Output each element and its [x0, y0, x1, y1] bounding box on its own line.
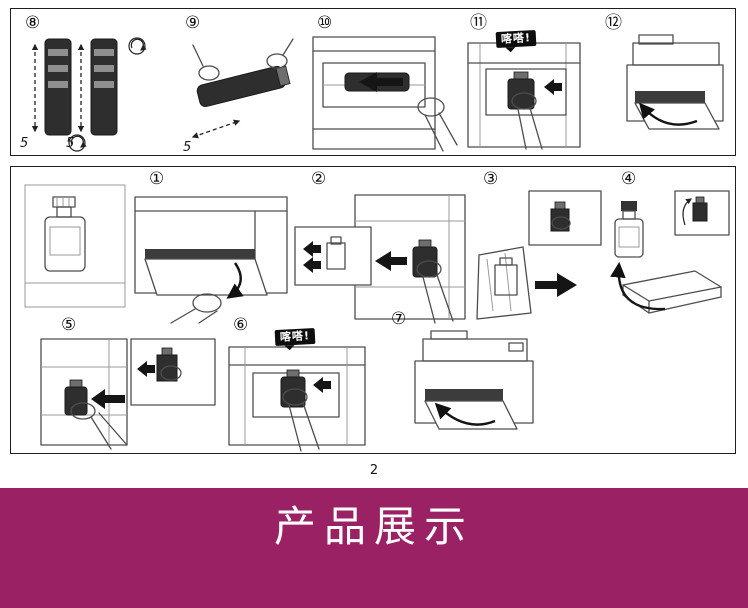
step-5: ⑤ [39, 317, 223, 453]
shake-arrow-icon [191, 119, 241, 139]
illustration-step-6 [228, 346, 366, 452]
hand-icon [192, 44, 220, 81]
remove-arrow-icon [375, 251, 407, 271]
inset-bottle-icon [137, 347, 182, 382]
step-12-number: ⑫ [605, 13, 622, 33]
step-9: ⑨ 5 [181, 13, 309, 153]
illustration-step-11 [467, 42, 581, 150]
insert-arrow-icon [359, 72, 403, 92]
illustration-step-7 [414, 330, 534, 430]
close-arrow-icon [434, 402, 496, 426]
illustration-step-5 [40, 338, 216, 450]
insert-arrow-icon [91, 389, 125, 409]
step-10: ⑩ [311, 13, 463, 153]
unpack-arrow-icon [610, 261, 666, 311]
step-11-number: ⑪ [470, 13, 487, 33]
illustration-step-8: 5 5 [20, 37, 147, 152]
step-3: ③ [473, 171, 609, 327]
step-1: ① [129, 171, 301, 327]
page-number: 2 [369, 463, 379, 478]
step-8: ⑧ 5 5 [19, 13, 177, 153]
push-arrow-icon [313, 377, 331, 393]
illustration-step-10 [312, 36, 458, 152]
step-10-number: ⑩ [317, 13, 333, 33]
step-2-number: ② [311, 169, 327, 189]
illustration-step-12 [626, 34, 724, 130]
step-5-number: ⑤ [61, 315, 77, 335]
click-sound-callout: 喀嗒! [274, 327, 316, 347]
rotate-arrow-icon [128, 37, 147, 55]
illustration-step-1 [134, 196, 288, 324]
inset-bottle-icon [550, 201, 571, 232]
hand-icon [70, 402, 128, 450]
banner-title: 产品展示 [273, 502, 474, 551]
toner-bottle-icon [614, 201, 644, 258]
hand-icon [417, 97, 458, 152]
inset-bottle-icon [682, 196, 708, 226]
illustration-toner-bottle [24, 184, 126, 308]
push-arrow-icon [544, 79, 562, 95]
click-sound-callout: 喀嗒! [495, 29, 537, 49]
shake-count-label: 5 [66, 136, 74, 151]
illustration-step-3 [476, 190, 602, 320]
toner-bottle-reference [23, 183, 127, 309]
place-arrow-icon [137, 361, 155, 377]
shake-count-label: 5 [183, 140, 191, 153]
hand-icon [266, 38, 294, 69]
step-1-number: ① [149, 169, 165, 189]
step-6: ⑥ 喀嗒! [223, 317, 377, 453]
instruction-panel-top: ⑧ 5 5 [10, 8, 736, 156]
section-banner: 产品展示 [0, 488, 748, 608]
step-7: ⑦ [379, 311, 545, 453]
flip-arrow-icon [682, 198, 692, 226]
step-11: ⑪ 喀嗒! [466, 13, 588, 153]
step-4-number: ④ [621, 169, 637, 189]
box-icon [622, 270, 722, 314]
step-9-number: ⑨ [185, 13, 201, 33]
illustration-step-2 [294, 194, 466, 324]
toner-bottle-icon [44, 196, 86, 272]
open-arrow-icon [226, 262, 244, 299]
hand-icon [282, 388, 320, 452]
step-2: ② [293, 171, 471, 327]
pull-arrow-icon [303, 241, 321, 257]
close-arrow-icon [638, 102, 698, 126]
rotate-arrow-icon [68, 134, 87, 152]
pull-arrow-icon [303, 257, 321, 273]
step-8-number: ⑧ [25, 13, 41, 33]
illustration-step-4 [610, 190, 730, 314]
shake-count-label: 5 [20, 136, 28, 151]
illustration-step-9: 5 [183, 38, 294, 153]
hand-icon [170, 293, 222, 324]
hand-icon [511, 92, 543, 150]
pack-arrow-icon [535, 273, 577, 297]
step-6-number: ⑥ [233, 315, 249, 335]
step-3-number: ③ [483, 169, 499, 189]
inset-bottle-icon [303, 236, 346, 273]
step-7-number: ⑦ [391, 309, 407, 329]
step-4: ④ [609, 171, 735, 327]
hand-icon [416, 260, 454, 324]
step-12: ⑫ [599, 13, 737, 153]
instruction-panel-bottom: ① ② [10, 166, 736, 454]
